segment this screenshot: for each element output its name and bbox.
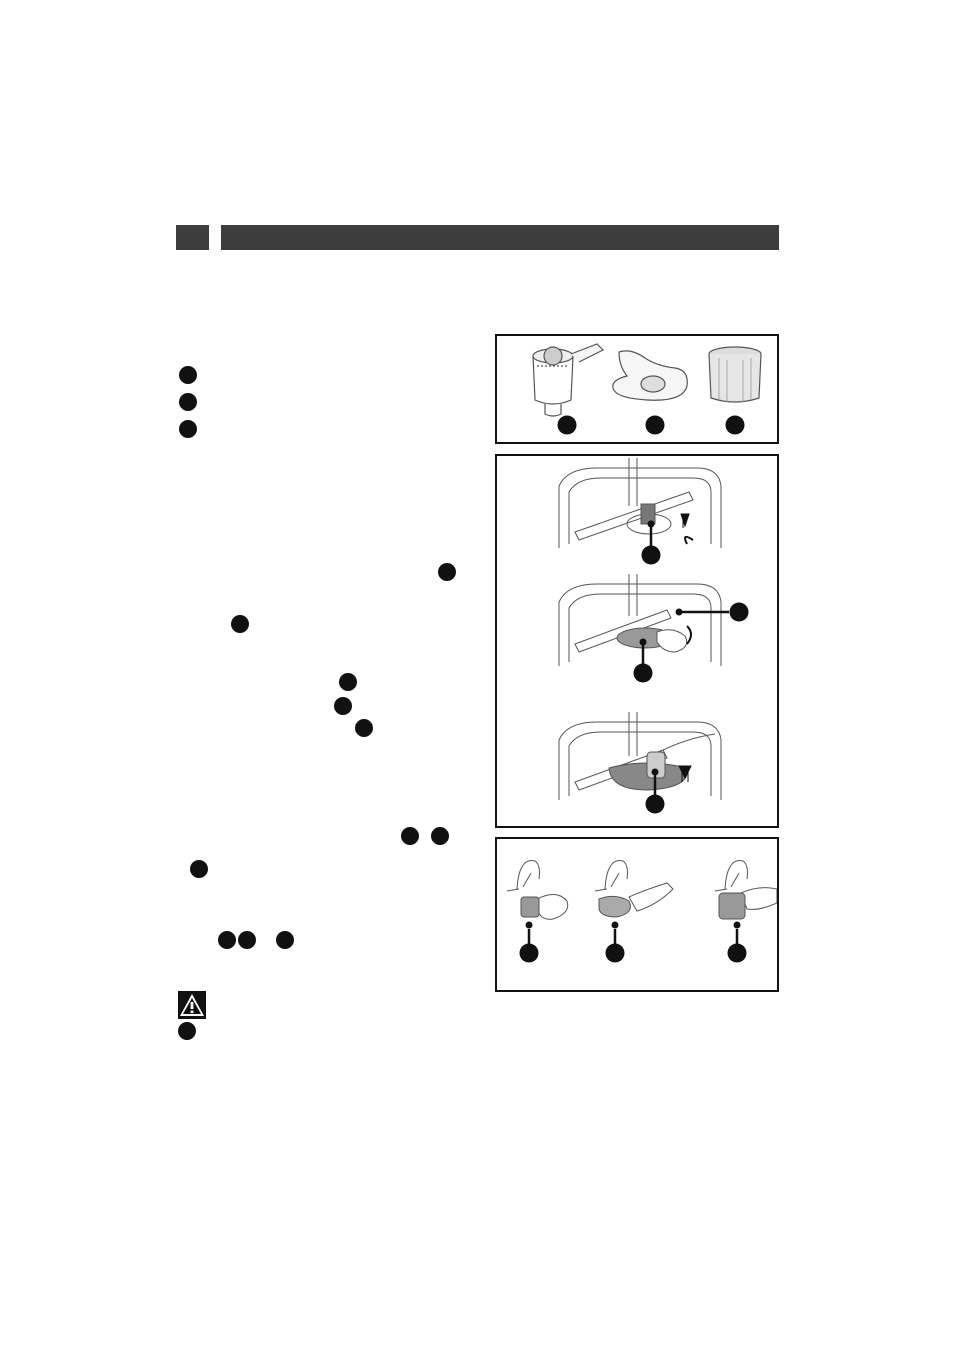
header-page-tab: [176, 225, 209, 250]
removal-marker-1: [641, 545, 661, 565]
refit-marker-3: [276, 931, 294, 949]
cylinder-filter-icon: [708, 346, 762, 403]
removal-marker-2: [729, 602, 749, 622]
part-marker-c: [725, 415, 745, 435]
clean-marker-3: [190, 860, 208, 878]
figure-filter-removal: [495, 454, 779, 828]
step-marker-1: [438, 563, 456, 581]
flat-filter-icon: [612, 350, 688, 401]
clean-fig-marker-b: [605, 943, 625, 963]
legend-marker-b: [179, 393, 197, 411]
clean-fig-marker-c: [727, 943, 747, 963]
legend-marker-c: [179, 420, 197, 438]
faucet-icon: [506, 860, 748, 892]
step-marker-2: [231, 615, 249, 633]
removal-step-2: [558, 574, 722, 666]
warning-triangle-icon: [178, 991, 206, 1019]
warning-marker: [178, 1022, 196, 1040]
part-marker-a: [557, 415, 577, 435]
step-marker-3: [339, 673, 357, 691]
refit-marker-2: [238, 931, 256, 949]
removal-step-1: [558, 458, 722, 548]
step-marker-4: [334, 697, 352, 715]
removal-marker-4: [645, 794, 665, 814]
figure-filter-cleaning: [495, 837, 779, 992]
figure-filter-parts: [495, 334, 779, 444]
removal-step-3: [558, 712, 722, 800]
legend-marker-a: [179, 366, 197, 384]
filter-cup-icon: [532, 343, 605, 417]
refit-marker-1: [218, 931, 236, 949]
part-marker-b: [645, 415, 665, 435]
removal-marker-3: [633, 663, 653, 683]
header-title-bar: [221, 225, 779, 250]
clean-marker-2: [431, 827, 449, 845]
clean-marker-1: [401, 827, 419, 845]
clean-fig-marker-a: [519, 943, 539, 963]
step-marker-5: [355, 719, 373, 737]
hand-icon: [536, 882, 777, 920]
